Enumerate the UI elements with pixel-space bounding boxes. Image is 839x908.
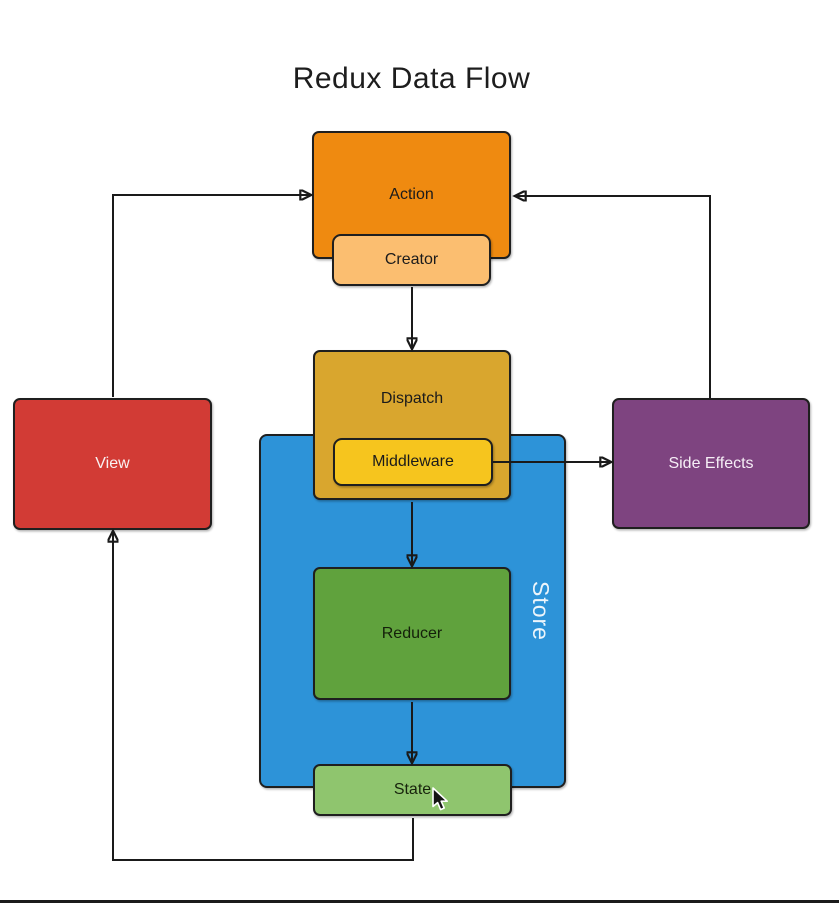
node-state: State (313, 764, 512, 816)
edge-view-to-action (112, 195, 310, 397)
node-side-effects: Side Effects (612, 398, 810, 529)
creator-label: Creator (384, 251, 439, 268)
dispatch-label: Dispatch (380, 390, 444, 407)
side-effects-label: Side Effects (668, 454, 754, 472)
view-label: View (95, 455, 130, 472)
diagram-title: Redux Data Flow (292, 62, 531, 95)
middleware-label: Middleware (372, 453, 454, 470)
bottom-border-line (0, 900, 839, 903)
state-label: State (393, 781, 432, 798)
node-view: View (13, 398, 212, 530)
reducer-label: Reducer (381, 624, 443, 642)
action-label: Action (389, 186, 434, 203)
node-action-creator: Creator (332, 234, 491, 286)
node-middleware: Middleware (333, 438, 493, 486)
store-label: Store (528, 581, 554, 641)
edge-side-effects-to-action (516, 196, 711, 398)
node-reducer: Reducer (313, 567, 511, 700)
